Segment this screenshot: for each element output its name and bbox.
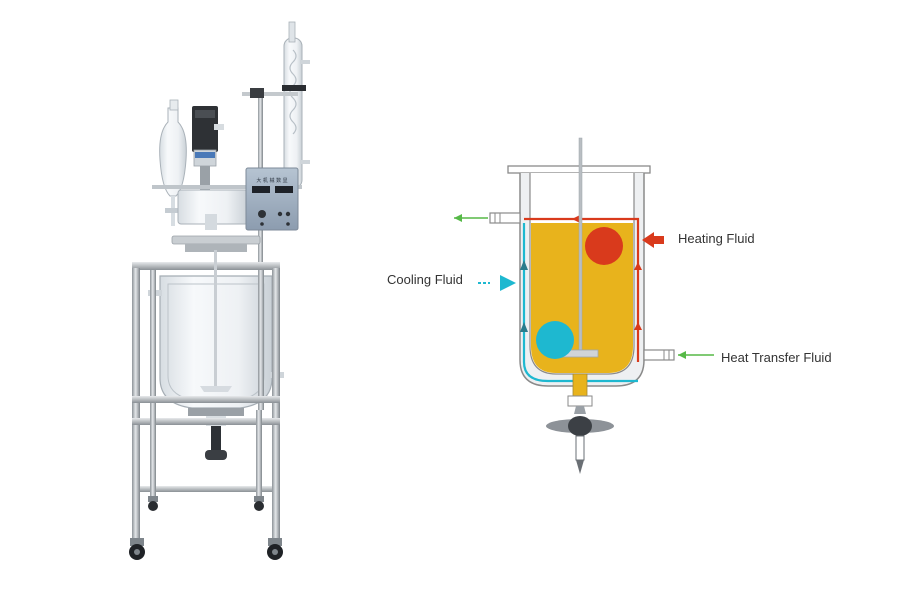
hot-zone-circle <box>585 227 623 265</box>
cooling-arrow <box>520 260 528 270</box>
control-box-text: 大 机 械 数 显 <box>256 177 287 184</box>
heating-fluid-pointer <box>642 232 664 248</box>
drain-pipe <box>572 373 588 397</box>
agitator-shaft <box>578 137 583 353</box>
cooling-fluid-label: Cooling Fluid <box>387 272 463 287</box>
heating-arrow <box>634 262 642 270</box>
heat-transfer-fluid-label: Heat Transfer Fluid <box>721 350 832 365</box>
casters <box>129 496 283 560</box>
cooling-arrow <box>520 322 528 332</box>
inlet-nozzle <box>643 349 675 361</box>
heating-fluid-label: Heating Fluid <box>678 231 755 246</box>
glass-reactor-illustration: 大 机 械 数 显 <box>129 21 310 560</box>
heating-arrow <box>634 322 642 330</box>
condenser <box>282 21 310 189</box>
stirring-motor <box>192 106 224 190</box>
heating-arrow <box>572 215 580 223</box>
outlet-nozzle <box>489 212 521 224</box>
heating-flow-line <box>524 217 640 362</box>
control-box: 大 机 械 数 显 <box>245 167 299 231</box>
cold-zone-circle <box>536 321 574 359</box>
cooling-flow-line <box>522 223 638 383</box>
cooling-fluid-pointer <box>500 275 516 291</box>
steel-frame <box>132 268 280 544</box>
dropping-funnel <box>159 99 187 226</box>
jacketed-reactor-schematic <box>454 137 714 474</box>
